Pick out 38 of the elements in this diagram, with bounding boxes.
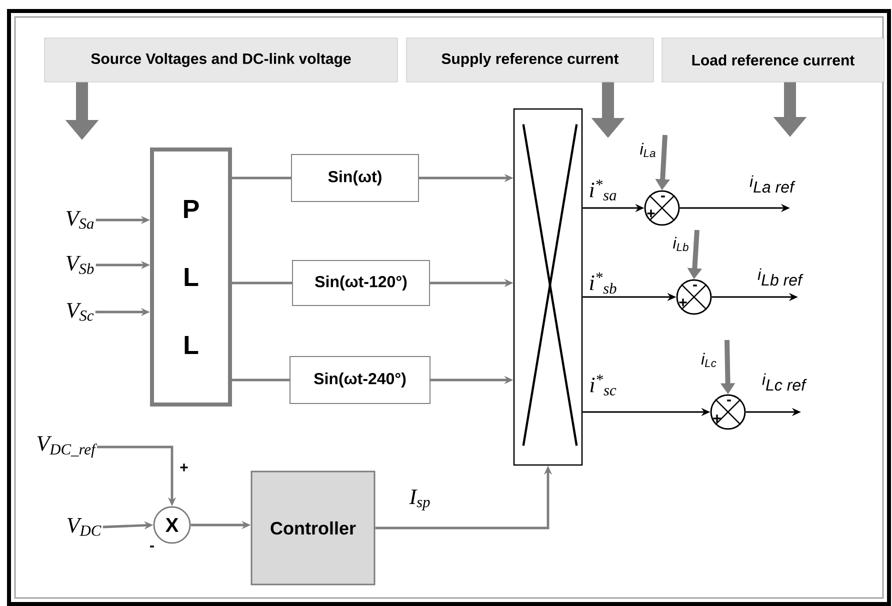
heading-box: Supply reference current <box>406 38 654 82</box>
controller-box: Controller <box>250 470 376 586</box>
connector-line <box>232 176 291 180</box>
sign-label: - <box>150 546 154 548</box>
sign-label: + <box>679 298 687 306</box>
multiplier-block <box>513 108 583 466</box>
function-box: Sin(ωt-240°) <box>290 356 430 404</box>
edge-label: i$_{Lb}$ <box>673 236 688 252</box>
sign-label: - <box>727 400 731 402</box>
edge-label: $\textit{i}_{\textit{Lb ref}}$ <box>758 268 804 286</box>
edge-label: i$_{Lc}$ <box>701 352 716 368</box>
sign-label: + <box>713 414 721 422</box>
sign-label: + <box>180 464 188 472</box>
sign-label: - <box>661 196 665 198</box>
edge-label: $\textit{i}_{\textit{Lc ref}}$ <box>762 373 807 391</box>
sign-label: - <box>693 284 697 286</box>
signal-label: V$_{Sb}$ <box>66 256 94 274</box>
edge-label: I$_{sp}$ <box>409 490 430 510</box>
edge-label: $\textit{i}_{\textit{La ref}}$ <box>750 175 796 193</box>
function-box: Sin(ωt) <box>291 154 419 202</box>
summing-junction <box>644 190 680 226</box>
sign-label: + <box>647 210 655 218</box>
function-box: Sin(ωt-120°) <box>292 260 430 306</box>
signal-label: V$_{Sc}$ <box>66 303 94 321</box>
summing-junction <box>710 394 746 430</box>
summing-junction <box>676 279 712 315</box>
edge-label: i$^{*}$sb <box>590 272 616 294</box>
connector-line <box>232 378 290 382</box>
edge-label: i$^{*}$sc <box>590 374 616 396</box>
signal-label: V$_{DC_ref}$ <box>37 436 98 458</box>
heading-box: Source Voltages and DC-link voltage <box>44 38 398 82</box>
signal-label: V$_{Sa}$ <box>66 211 94 229</box>
edge-label: i$_{La}$ <box>640 142 656 158</box>
heading-box: Load reference current <box>662 38 884 82</box>
edge-label: i$^{*}$sa <box>590 180 616 200</box>
signal-label: V$_{DC}$ <box>67 518 102 536</box>
pll-block: P L L <box>150 148 232 406</box>
connector-line <box>232 282 292 284</box>
